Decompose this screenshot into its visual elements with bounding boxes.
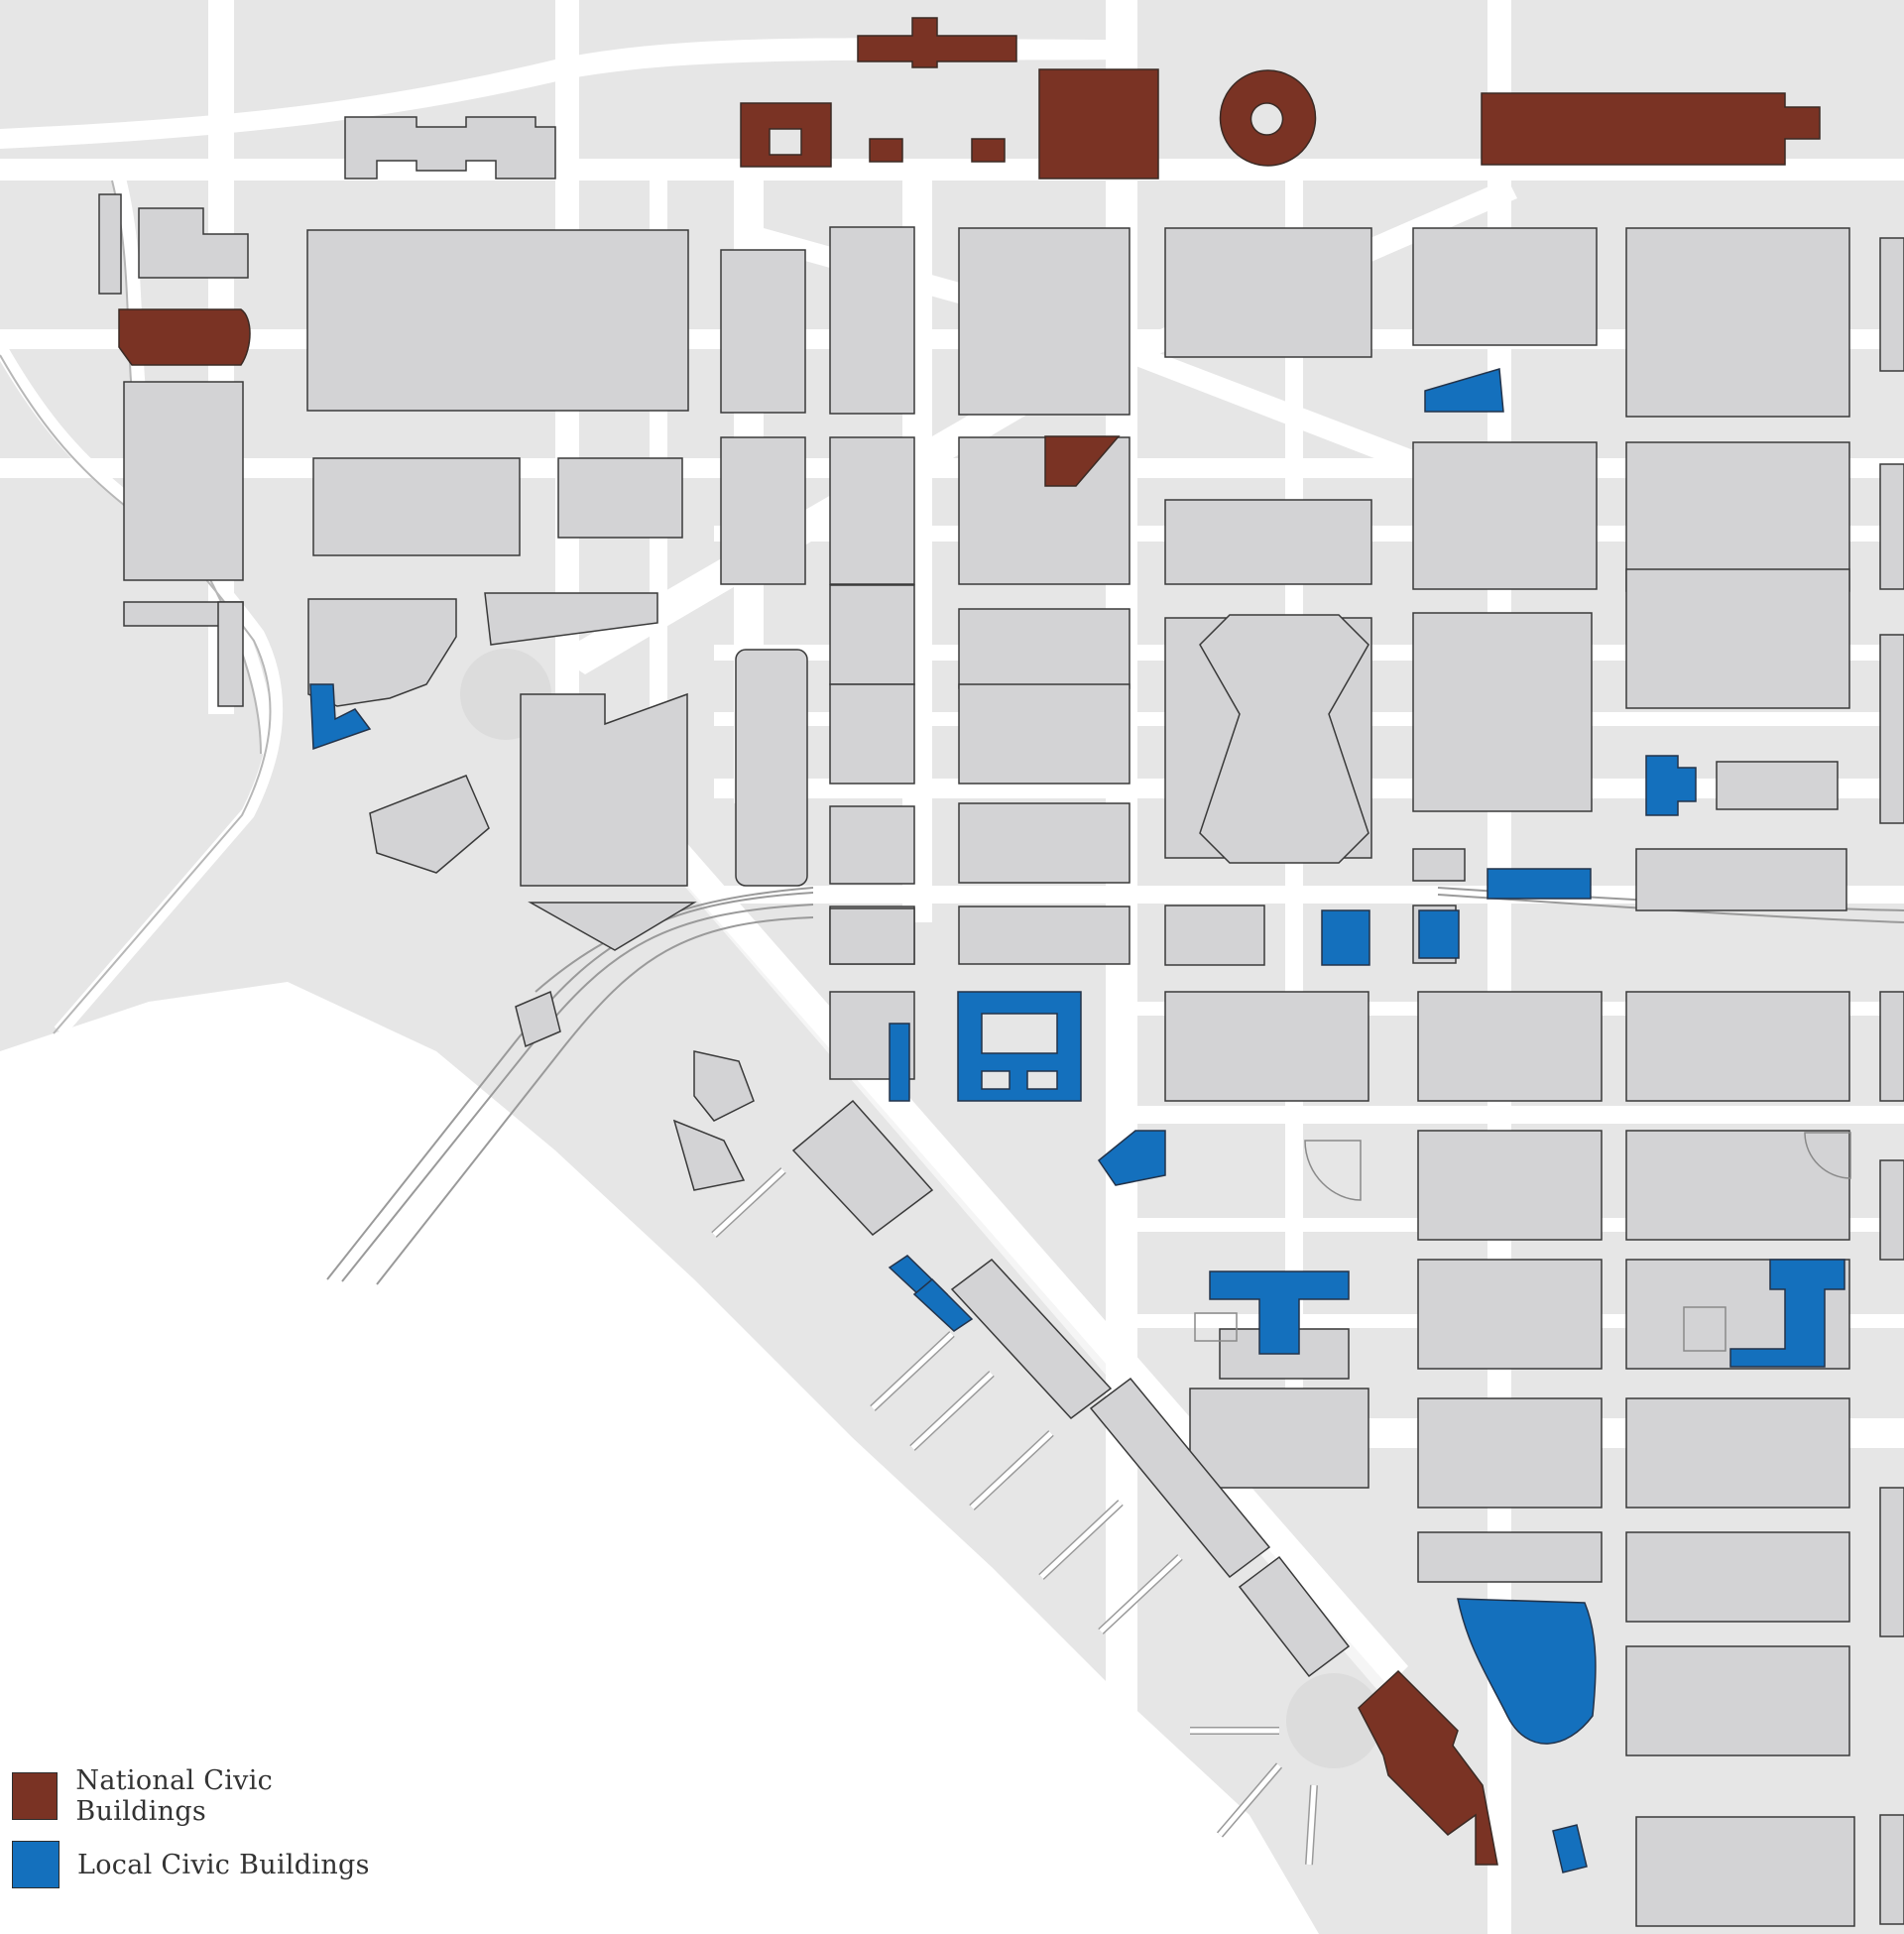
legend-item-national: National Civic Buildings bbox=[12, 1765, 401, 1827]
waterfront-circle bbox=[1286, 1673, 1381, 1768]
local-civic-swatch bbox=[12, 1841, 60, 1888]
national-civic-buildings bbox=[118, 17, 1821, 1866]
sports-fields bbox=[1194, 1132, 1851, 1352]
national-civic-swatch bbox=[12, 1772, 59, 1820]
map-legend: National Civic Buildings Local Civic Bui… bbox=[0, 1724, 401, 1934]
legend-item-local: Local Civic Buildings bbox=[12, 1841, 370, 1888]
buildings bbox=[98, 116, 1904, 1927]
river-water bbox=[0, 982, 1319, 1934]
legend-label-local: Local Civic Buildings bbox=[77, 1849, 370, 1880]
legend-label-national: National Civic Buildings bbox=[75, 1765, 274, 1827]
local-civic-buildings bbox=[309, 368, 1845, 1874]
piers-fill bbox=[712, 1168, 1317, 1866]
